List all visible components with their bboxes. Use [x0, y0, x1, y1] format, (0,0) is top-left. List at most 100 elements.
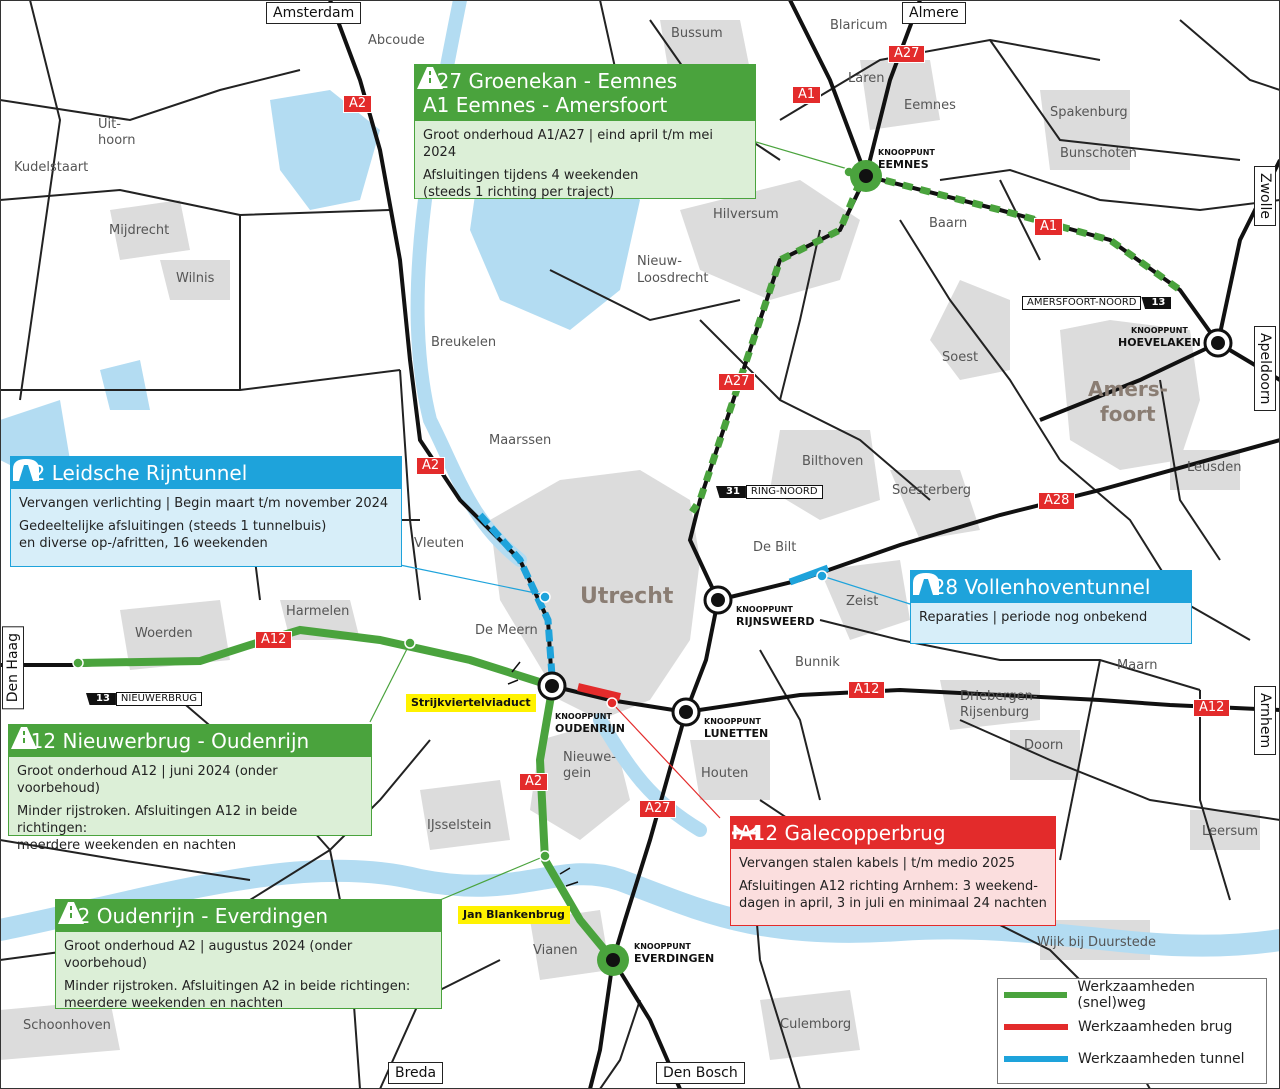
- eemnes-label: EEMNES: [878, 158, 929, 171]
- place-spakenburg: Spakenburg: [1050, 105, 1128, 120]
- place-de-meern: De Meern: [475, 623, 538, 638]
- place-harmelen: Harmelen: [286, 604, 350, 619]
- place-culemborg: Culemborg: [780, 1017, 852, 1032]
- knooppunt-label: KNOOPPUNT: [736, 605, 793, 614]
- place-leersum: Leersum: [1202, 824, 1259, 839]
- knooppunt-label: KNOOPPUNT: [634, 942, 691, 951]
- shield-a27-south: A27: [639, 800, 677, 818]
- place-breukelen: Breukelen: [431, 335, 497, 350]
- tunnel-icon: [13, 459, 39, 481]
- place-uithoorn-1: Uit-: [98, 117, 121, 132]
- exit-text: NIEUWERBRUG: [115, 692, 203, 706]
- shield-a2-mid: A2: [416, 457, 446, 475]
- place-vianen: Vianen: [533, 943, 578, 958]
- motorway-icon: [11, 727, 37, 749]
- place-nieuwegein-2: gein: [563, 766, 592, 781]
- panel-title-1: A27 Groenekan - Eemnes: [423, 69, 678, 93]
- panel-body: Groot onderhoud A1/A27 | eind april t/m …: [415, 121, 755, 215]
- panel-line-2: Minder rijstroken. Afsluitingen A12 in b…: [17, 804, 298, 853]
- exit-text: RING-NOORD: [745, 485, 823, 499]
- place-laren: Laren: [848, 71, 885, 86]
- legend-label: Werkzaamheden (snel)weg: [1077, 979, 1195, 1011]
- knooppunt-label: KNOOPPUNT: [555, 712, 612, 721]
- shield-a12-east: A12: [848, 681, 886, 699]
- place-doorn: Doorn: [1024, 738, 1064, 753]
- destination-apeldoorn: Apeldoorn: [1254, 326, 1276, 412]
- place-bunschoten: Bunschoten: [1060, 146, 1137, 161]
- motorway-icon: [417, 67, 443, 89]
- panel-a2-road: A2 Oudenrijn - Everdingen Groot onderhou…: [55, 899, 442, 1011]
- knooppunt-everdingen-label: KNOOPPUNT EVERDINGEN: [634, 941, 714, 965]
- shield-a27-north: A27: [888, 45, 926, 63]
- legend-swatch-road: [1004, 992, 1068, 998]
- panel-line-2: Afsluitingen tijdens 4 weekenden (steeds…: [423, 168, 639, 200]
- destination-arnhem: Arnhem: [1254, 686, 1276, 756]
- panel-line-1: Vervangen verlichting | Begin maart t/m …: [19, 496, 389, 511]
- place-kudelstaart: Kudelstaart: [14, 160, 89, 175]
- panel-a28-tunnel: A28 Vollenhoventunnel Reparaties | perio…: [910, 570, 1192, 644]
- everdingen-label: EVERDINGEN: [634, 952, 715, 965]
- panel-header: A12 Nieuwerbrug - Oudenrijn: [9, 725, 371, 757]
- legend-road: Werkzaamheden (snel)weg: [998, 979, 1266, 1011]
- legend-tunnel: Werkzaamheden tunnel: [998, 1043, 1266, 1075]
- hoevelaken-label: HOEVELAKEN: [1118, 336, 1201, 349]
- place-baarn: Baarn: [929, 216, 968, 231]
- legend-swatch-tunnel: [1004, 1056, 1068, 1062]
- panel-line-2: Afsluitingen A12 richting Arnhem: 3 week…: [739, 879, 1047, 911]
- panel-title: A12 Galecopperbrug: [739, 821, 946, 845]
- place-bilthoven: Bilthoven: [802, 454, 864, 469]
- knooppunt-label: KNOOPPUNT: [878, 148, 935, 157]
- oudenrijn-label: OUDENRIJN: [555, 722, 625, 735]
- panel-body: Groot onderhoud A2 | augustus 2024 (onde…: [56, 932, 441, 1026]
- panel-a12-road: A12 Nieuwerbrug - Oudenrijn Groot onderh…: [8, 724, 372, 853]
- panel-line-1: Reparaties | periode nog onbekend: [919, 610, 1148, 625]
- panel-a12-bridge: A12 Galecopperbrug Vervangen stalen kabe…: [730, 816, 1056, 926]
- exit-number: 31: [716, 486, 746, 498]
- bridge-icon: [732, 825, 760, 839]
- panel-line-2: Minder rijstroken. Afsluitingen A2 in be…: [64, 979, 411, 1011]
- destination-den-bosch: Den Bosch: [656, 1062, 745, 1084]
- destination-den-haag: Den Haag: [2, 626, 24, 710]
- place-woerden: Woerden: [135, 626, 193, 641]
- place-wilnis: Wilnis: [176, 271, 215, 286]
- rijnsweerd-label: RIJNSWEERD: [736, 615, 815, 628]
- destination-amsterdam: Amsterdam: [266, 2, 362, 24]
- legend-label: Werkzaamheden brug: [1078, 1019, 1233, 1035]
- panel-title: A2 Oudenrijn - Everdingen: [64, 904, 329, 928]
- leader-lines: [369, 141, 911, 901]
- motorway-icon: [58, 902, 84, 924]
- place-abcoude: Abcoude: [368, 33, 425, 48]
- interchanges: [537, 160, 1233, 976]
- panel-title: A2 Leidsche Rijntunnel: [19, 461, 248, 485]
- destination-breda: Breda: [388, 1062, 444, 1084]
- panel-header: A28 Vollenhoventunnel: [911, 571, 1191, 603]
- panel-header: A27 Groenekan - Eemnes A1 Eemnes - Amers…: [415, 65, 755, 121]
- exit-text: AMERSFOORT-NOORD: [1022, 296, 1142, 310]
- panel-a2-tunnel: A2 Leidsche Rijntunnel Vervangen verlich…: [10, 456, 402, 567]
- knooppunt-label: KNOOPPUNT: [1131, 326, 1188, 335]
- place-de-bilt: De Bilt: [753, 540, 797, 555]
- shield-a28: A28: [1038, 492, 1076, 510]
- panel-title-2: A1 Eemnes - Amersfoort: [423, 93, 668, 117]
- place-mijdrecht: Mijdrecht: [109, 223, 170, 238]
- tunnel-icon: [913, 573, 939, 595]
- panel-header: A12 Galecopperbrug: [731, 817, 1055, 849]
- place-utrecht: Utrecht: [580, 584, 674, 609]
- place-soesterberg: Soesterberg: [892, 483, 972, 498]
- callout-strijkviertelviaduct: Strijkviertelviaduct: [406, 694, 536, 712]
- knooppunt-oudenrijn-label: KNOOPPUNT OUDENRIJN: [555, 711, 625, 735]
- place-maarssen: Maarssen: [489, 433, 552, 448]
- panel-body: Vervangen stalen kabels | t/m medio 2025…: [731, 849, 1055, 926]
- place-nieuw-loosdrecht-1: Nieuw-: [637, 254, 682, 269]
- work-markers: [72, 166, 855, 862]
- place-zeist: Zeist: [846, 594, 879, 609]
- lunetten-label: LUNETTEN: [704, 727, 769, 740]
- exit-number: 13: [86, 693, 116, 705]
- knooppunt-eemnes-label: KNOOPPUNT EEMNES: [878, 147, 935, 171]
- destination-zwolle: Zwolle: [1254, 166, 1276, 226]
- place-ijsselstein: IJsselstein: [427, 818, 492, 833]
- knooppunt-label: KNOOPPUNT: [704, 717, 761, 726]
- legend: Werkzaamheden (snel)weg Werkzaamheden br…: [997, 978, 1267, 1084]
